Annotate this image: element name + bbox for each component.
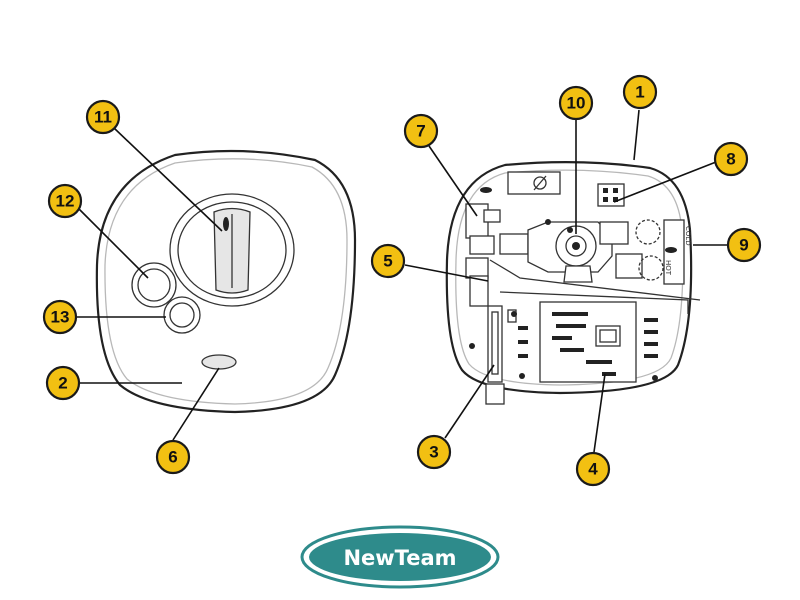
callout-6-number: 6 <box>168 448 177 467</box>
callout-6: 6 <box>155 439 191 475</box>
callout-3: 3 <box>416 434 452 470</box>
callout-7: 7 <box>403 113 439 149</box>
indicator-button[interactable] <box>163 296 201 334</box>
callout-3-number: 3 <box>429 443 438 462</box>
callout-2: 2 <box>45 365 81 401</box>
solenoid-valve <box>465 257 701 314</box>
port-label-hot: HOT <box>664 260 672 276</box>
callout-11-number: 11 <box>94 108 112 127</box>
heater-tank-unit <box>511 301 658 383</box>
cable-gland <box>507 171 561 195</box>
brand-logo-text: NewTeam <box>343 546 456 570</box>
callout-5: 5 <box>370 243 406 279</box>
callout-11: 11 <box>85 99 121 135</box>
brand-logo-badge <box>309 533 491 581</box>
callout-13-number: 13 <box>51 308 70 327</box>
pressure-relief-device <box>465 203 501 255</box>
temperature-control-knob[interactable] <box>169 193 295 307</box>
callout-10: 10 <box>558 85 594 121</box>
callout-4-number: 4 <box>588 460 598 479</box>
flow-valve-assembly <box>499 219 613 283</box>
callout-8: 8 <box>713 141 749 177</box>
front-cover-rim <box>104 158 348 405</box>
port-label-cold: COLD <box>684 226 692 246</box>
callout-8-number: 8 <box>726 150 735 169</box>
callout-12-number: 12 <box>56 192 75 211</box>
front-cover <box>95 149 357 414</box>
indicator-window <box>201 354 237 370</box>
inlet-connection: COLD HOT <box>599 219 692 285</box>
callout-9-number: 9 <box>739 236 748 255</box>
callout-5-number: 5 <box>383 252 392 271</box>
callout-4: 4 <box>575 451 611 487</box>
leader-lines <box>75 109 727 453</box>
backplate-inner-rim <box>455 169 684 386</box>
callout-2-number: 2 <box>58 374 67 393</box>
terminal-block <box>597 183 625 207</box>
callout-13: 13 <box>42 299 78 335</box>
callout-12: 12 <box>47 183 83 219</box>
callout-9: 9 <box>726 227 762 263</box>
brand-logo: NewTeam <box>300 525 500 589</box>
callout-1: 1 <box>622 74 658 110</box>
callout-10-number: 10 <box>567 94 586 113</box>
callout-1-number: 1 <box>635 83 644 102</box>
callout-7-number: 7 <box>416 122 425 141</box>
